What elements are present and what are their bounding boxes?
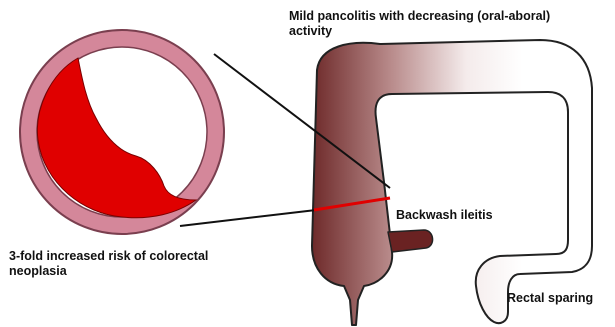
pancolitis-label-line1: Mild pancolitis with decreasing (oral-ab…	[289, 9, 550, 24]
rectal-sparing-label: Rectal sparing	[507, 291, 593, 306]
pancolitis-label-line2: activity	[289, 24, 550, 39]
connector-line-bottom	[180, 210, 316, 226]
pancolitis-label: Mild pancolitis with decreasing (oral-ab…	[289, 9, 550, 39]
colon-shape	[312, 40, 592, 325]
neoplasia-risk-label-line1: 3-fold increased risk of colorectal	[9, 249, 208, 264]
ileum-stub	[388, 230, 433, 252]
neoplasia-risk-label-line2: neoplasia	[9, 264, 208, 279]
neoplasia-risk-label: 3-fold increased risk of colorectal neop…	[9, 249, 208, 279]
backwash-ileitis-label: Backwash ileitis	[396, 208, 493, 223]
